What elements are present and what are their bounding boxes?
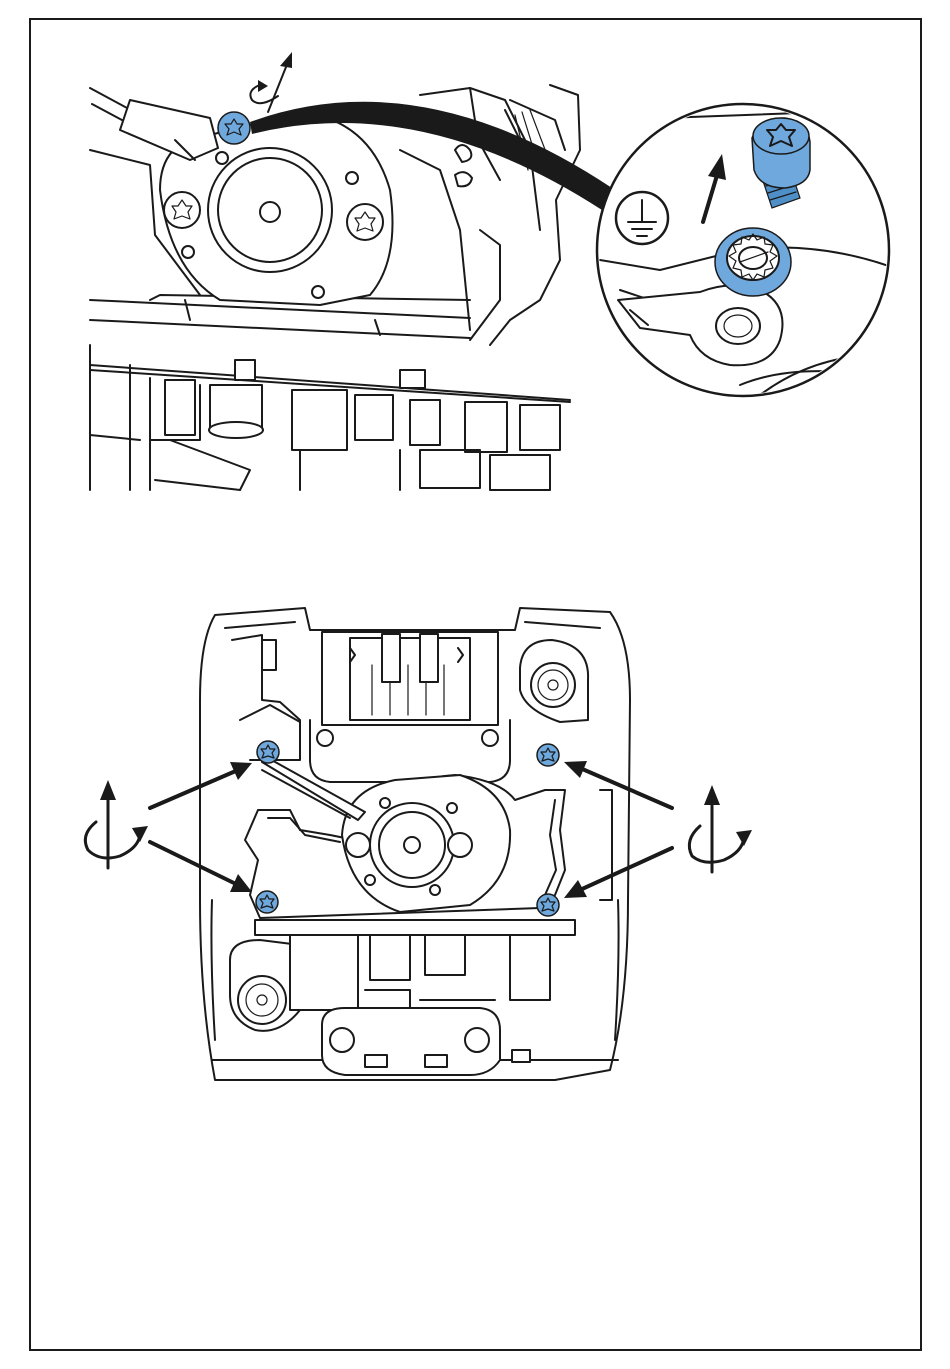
- connector-board: [90, 360, 570, 490]
- serrated-lock-washer-icon: [715, 228, 791, 296]
- unscrew-rotation-icon-left: [85, 780, 148, 868]
- motor-plate-bottom: [342, 775, 510, 912]
- bottom-detail-view: [85, 608, 752, 1080]
- bottom-left-screw: [256, 891, 278, 913]
- unscrew-rotation-icon-right: [689, 785, 752, 872]
- torx-screw-left-icon: [164, 192, 200, 228]
- ground-wire: [120, 100, 218, 160]
- top-left-screw: [257, 741, 279, 763]
- unscrew-rotation-icon: [250, 52, 292, 112]
- ground-screw-icon: [218, 112, 250, 144]
- top-detail-view: [90, 52, 900, 490]
- torx-screw-right-icon: [347, 204, 383, 240]
- bottom-right-screw: [537, 894, 559, 916]
- protective-earth-ground-icon: [616, 192, 668, 244]
- magnified-callout: [597, 104, 900, 396]
- top-right-screw: [537, 744, 559, 766]
